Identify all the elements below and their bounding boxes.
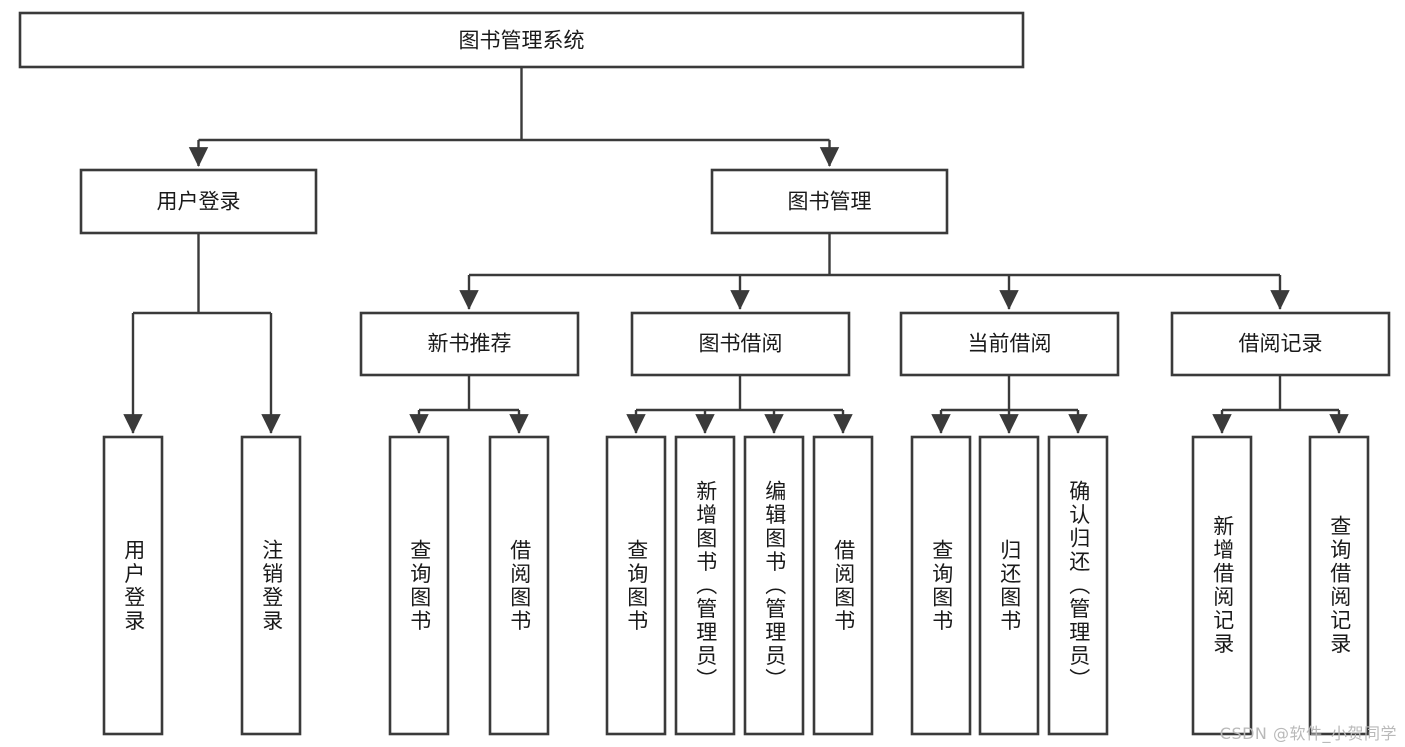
connector-group-current-borrow	[931, 375, 1088, 434]
leaf-boxes-new-book-recommend	[388, 435, 550, 736]
node-root-box[interactable]	[18, 11, 1025, 69]
leaf-box-current-borrow-3[interactable]	[1047, 435, 1109, 736]
node-borrow-record-label: 借阅记录	[1239, 332, 1323, 356]
leaf-box-book-borrow-1[interactable]	[605, 435, 667, 736]
leaf-box-borrow-record-2[interactable]	[1308, 435, 1370, 736]
node-current-borrow[interactable]: 当前借阅	[899, 311, 1120, 377]
node-book-borrow-label: 图书借阅	[699, 332, 783, 356]
node-new-book-recommend[interactable]: 新书推荐	[359, 311, 580, 377]
leaf-boxes-book-borrow	[605, 435, 874, 736]
node-current-borrow-box[interactable]	[899, 311, 1120, 377]
leaf-box-borrow-record-1[interactable]	[1191, 435, 1253, 736]
node-book-manage-box[interactable]	[710, 168, 949, 235]
leaf-box-user-login-2[interactable]	[240, 435, 302, 736]
leaf-box-current-borrow-2[interactable]	[978, 435, 1040, 736]
node-borrow-record-box[interactable]	[1170, 311, 1391, 377]
connector-group-new-book	[409, 375, 529, 434]
leaf-box-user-login-1[interactable]	[102, 435, 164, 736]
csdn-watermark: CSDN @软件_小贺同学	[1219, 724, 1397, 743]
leaf-box-new-book-2[interactable]	[488, 435, 550, 736]
node-book-manage[interactable]: 图书管理	[710, 168, 949, 235]
node-book-borrow[interactable]: 图书借阅	[630, 311, 851, 377]
leaf-boxes-current-borrow	[910, 435, 1109, 736]
leaf-box-book-borrow-2[interactable]	[674, 435, 736, 736]
connector-group-book-manage	[459, 233, 1290, 310]
node-new-book-recommend-box[interactable]	[359, 311, 580, 377]
connector-group-book-borrow	[626, 375, 853, 434]
node-borrow-record[interactable]: 借阅记录	[1170, 311, 1391, 377]
leaf-boxes-user-login	[102, 435, 302, 736]
leaf-box-current-borrow-1[interactable]	[910, 435, 972, 736]
node-current-borrow-label: 当前借阅	[968, 332, 1052, 356]
leaf-box-book-borrow-4[interactable]	[812, 435, 874, 736]
leaf-box-new-book-1[interactable]	[388, 435, 450, 736]
leaf-boxes-borrow-record	[1191, 435, 1370, 736]
node-new-book-recommend-label: 新书推荐	[428, 332, 512, 356]
node-user-login[interactable]: 用户登录	[79, 168, 318, 235]
connector-group-borrow-record	[1212, 375, 1349, 434]
node-book-manage-label: 图书管理	[788, 190, 872, 214]
node-user-login-label: 用户登录	[157, 190, 241, 214]
node-root-label: 图书管理系统	[459, 29, 585, 53]
node-book-borrow-box[interactable]	[630, 311, 851, 377]
connector-group-root	[188, 67, 840, 167]
node-root[interactable]: 图书管理系统	[18, 11, 1025, 69]
node-user-login-box[interactable]	[79, 168, 318, 235]
leaf-box-book-borrow-3[interactable]	[743, 435, 805, 736]
connector-group-user-login	[123, 233, 281, 434]
